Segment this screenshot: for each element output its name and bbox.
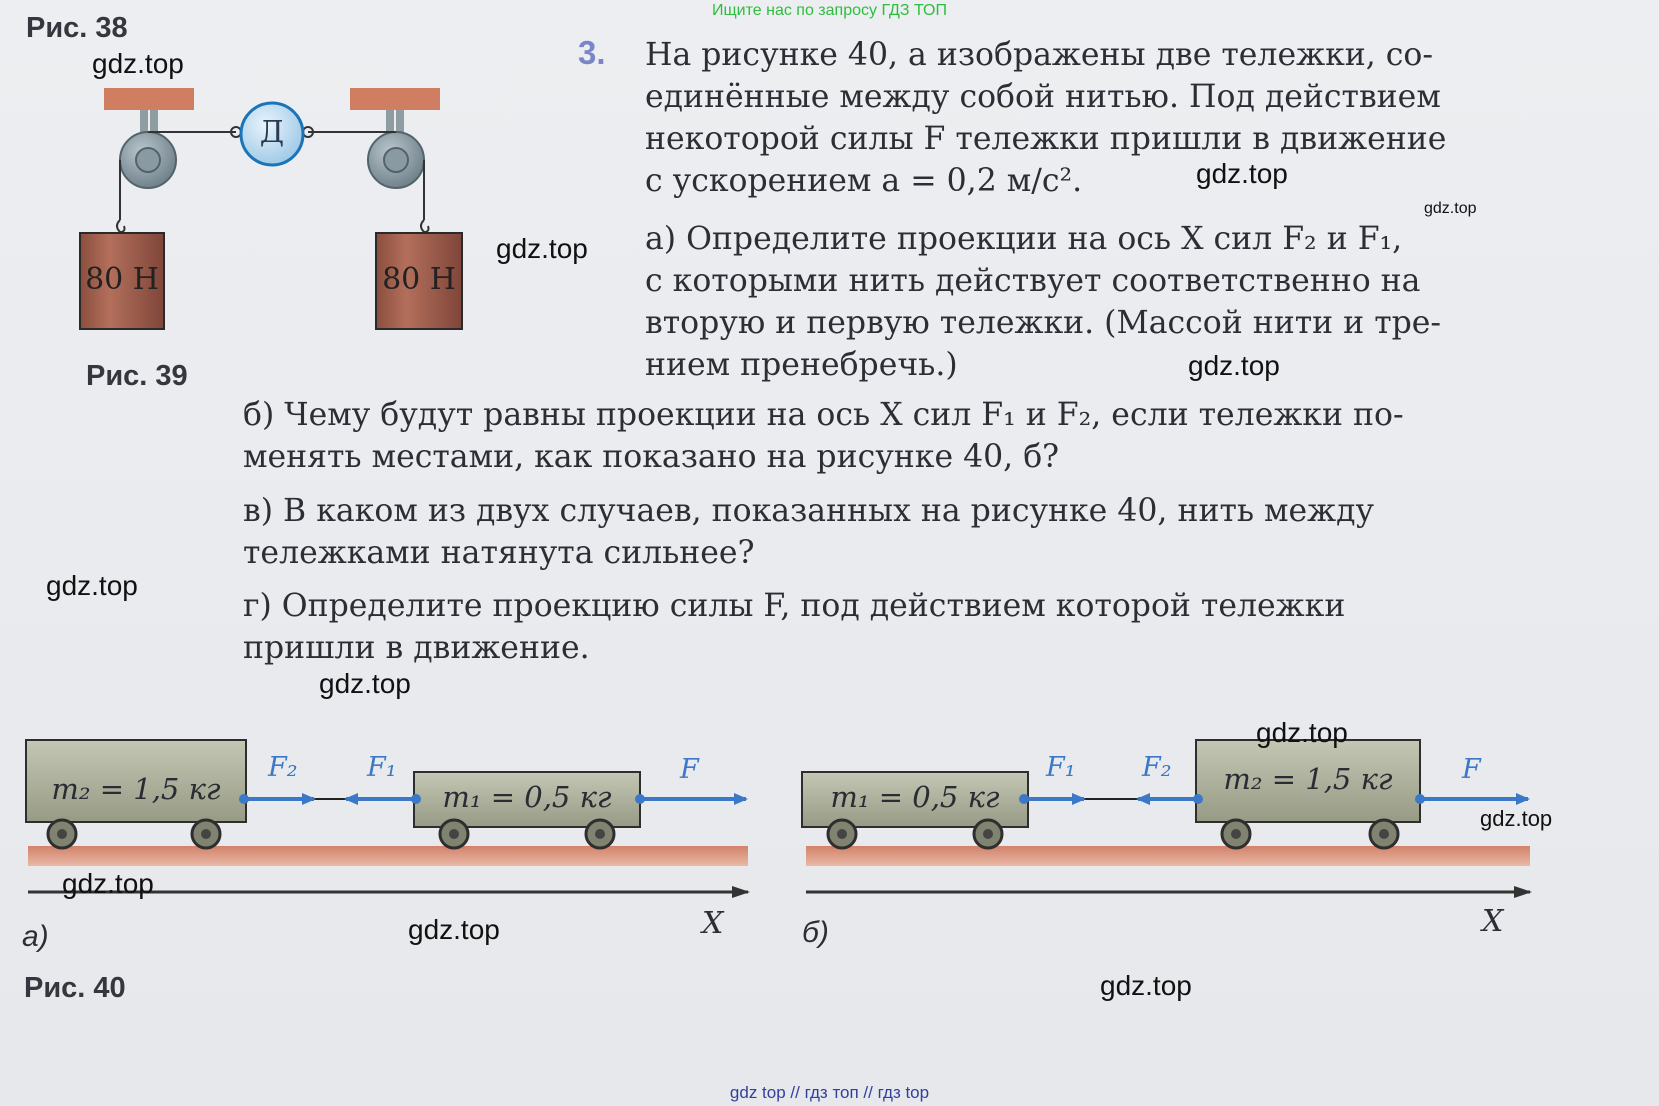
wheel [972, 818, 1004, 850]
weight-left-label: 80 Н [85, 262, 159, 297]
question-d: г) Определите проекцию силы F, под дейст… [243, 585, 1345, 669]
wheel [1220, 818, 1252, 850]
fig40-label: Рис. 40 [24, 972, 126, 1004]
question-a-line: вторую и первую тележки. (Массой нити и … [645, 305, 1442, 341]
axis-b-label: X [1482, 904, 1504, 939]
watermark: gdz.top [1100, 970, 1192, 1001]
force-f1-a-label: F₁ [367, 752, 397, 783]
intro-line: некоторой силы F тележки пришли в движен… [645, 121, 1447, 157]
watermark: gdz.top [1256, 717, 1348, 748]
intro-line: На рисунке 40, а изображены две тележки,… [645, 37, 1434, 73]
wheel [190, 818, 222, 850]
ceiling-left [104, 88, 194, 110]
force-f-b-label: F [1462, 754, 1481, 785]
cart-m2-b-label: m₂ = 1,5 кг [1223, 762, 1393, 796]
force-f2-b-label: F₂ [1142, 752, 1172, 783]
question-a: а) Определите проекции на ось X сил F₂ и… [645, 218, 1441, 386]
question-c-line: тележками натянута сильнее? [243, 535, 755, 571]
watermark: gdz.top [1196, 158, 1288, 189]
watermark: gdz.top [319, 668, 411, 699]
watermark-small: gdz.top [1424, 200, 1477, 217]
watermark: gdz.top [496, 233, 588, 264]
watermark: gdz.top [1480, 806, 1553, 831]
wheel [584, 818, 616, 850]
footer-links[interactable]: gdz top // гдз топ // гдз top [729, 1083, 930, 1102]
ground-b [806, 846, 1530, 866]
dynamometer-label: Д [259, 115, 285, 150]
wheel [438, 818, 470, 850]
search-banner[interactable]: Ищите нас по запросу ГДЗ ТОП [712, 2, 947, 19]
fig39-label: Рис. 39 [86, 360, 188, 392]
question-d-line: г) Определите проекцию силы F, под дейст… [243, 588, 1346, 624]
force-f1-b-label: F₁ [1046, 752, 1076, 783]
dynamometer [239, 101, 305, 167]
force-f-a-label: F [680, 754, 699, 785]
force-f2-a-label: F₂ [268, 752, 298, 783]
ground-a [28, 846, 748, 866]
problem-intro: На рисунке 40, а изображены две тележки,… [645, 34, 1446, 202]
question-d-line: пришли в движение. [243, 630, 590, 666]
fig40-sublabel-b: б) [802, 916, 829, 949]
fig38-label: Рис. 38 [26, 12, 128, 44]
question-a-line: а) Определите проекции на ось X сил F₂ и… [645, 221, 1403, 257]
intro-line: с ускорением a = 0,2 м/с². [645, 163, 1083, 199]
watermark: gdz.top [1188, 350, 1280, 381]
watermark: gdz.top [62, 868, 154, 899]
question-b-line: б) Чему будут равны проекции на ось X си… [243, 397, 1404, 433]
watermark: gdz.top [92, 48, 184, 79]
intro-line: единённые между собой нитью. Под действи… [645, 79, 1441, 115]
ceiling-right [350, 88, 440, 110]
cart-m1-a-label: m₁ = 0,5 кг [442, 780, 612, 814]
weight-right-label: 80 Н [382, 262, 456, 297]
cart-m1-b-label: m₁ = 0,5 кг [830, 780, 1000, 814]
fig40-sublabel-a: а) [22, 920, 49, 953]
weight-left [79, 232, 165, 330]
fig39-pulley-diagram [79, 88, 463, 330]
axis-a-label: X [702, 906, 724, 941]
question-a-line: с которыми нить действует соответственно… [645, 263, 1421, 299]
question-a-line: нием пренебречь.) [645, 347, 958, 383]
wheel [826, 818, 858, 850]
cart-m2-a-label: m₂ = 1,5 кг [51, 772, 221, 806]
question-c-line: в) В каком из двух случаев, показанных н… [243, 493, 1375, 529]
wheel [1368, 818, 1400, 850]
problem-number: 3. [578, 34, 606, 71]
question-c: в) В каком из двух случаев, показанных н… [243, 490, 1374, 574]
watermark: gdz.top [46, 570, 138, 601]
watermark: gdz.top [408, 914, 500, 945]
fig40-carts-diagram [25, 739, 1532, 898]
question-b-line: менять местами, как показано на рисунке … [243, 439, 1060, 475]
cart-m2-b [1195, 739, 1421, 823]
question-b: б) Чему будут равны проекции на ось X си… [243, 394, 1404, 478]
weight-right [375, 232, 463, 330]
wheel [46, 818, 78, 850]
cart-m2-a [25, 739, 247, 823]
